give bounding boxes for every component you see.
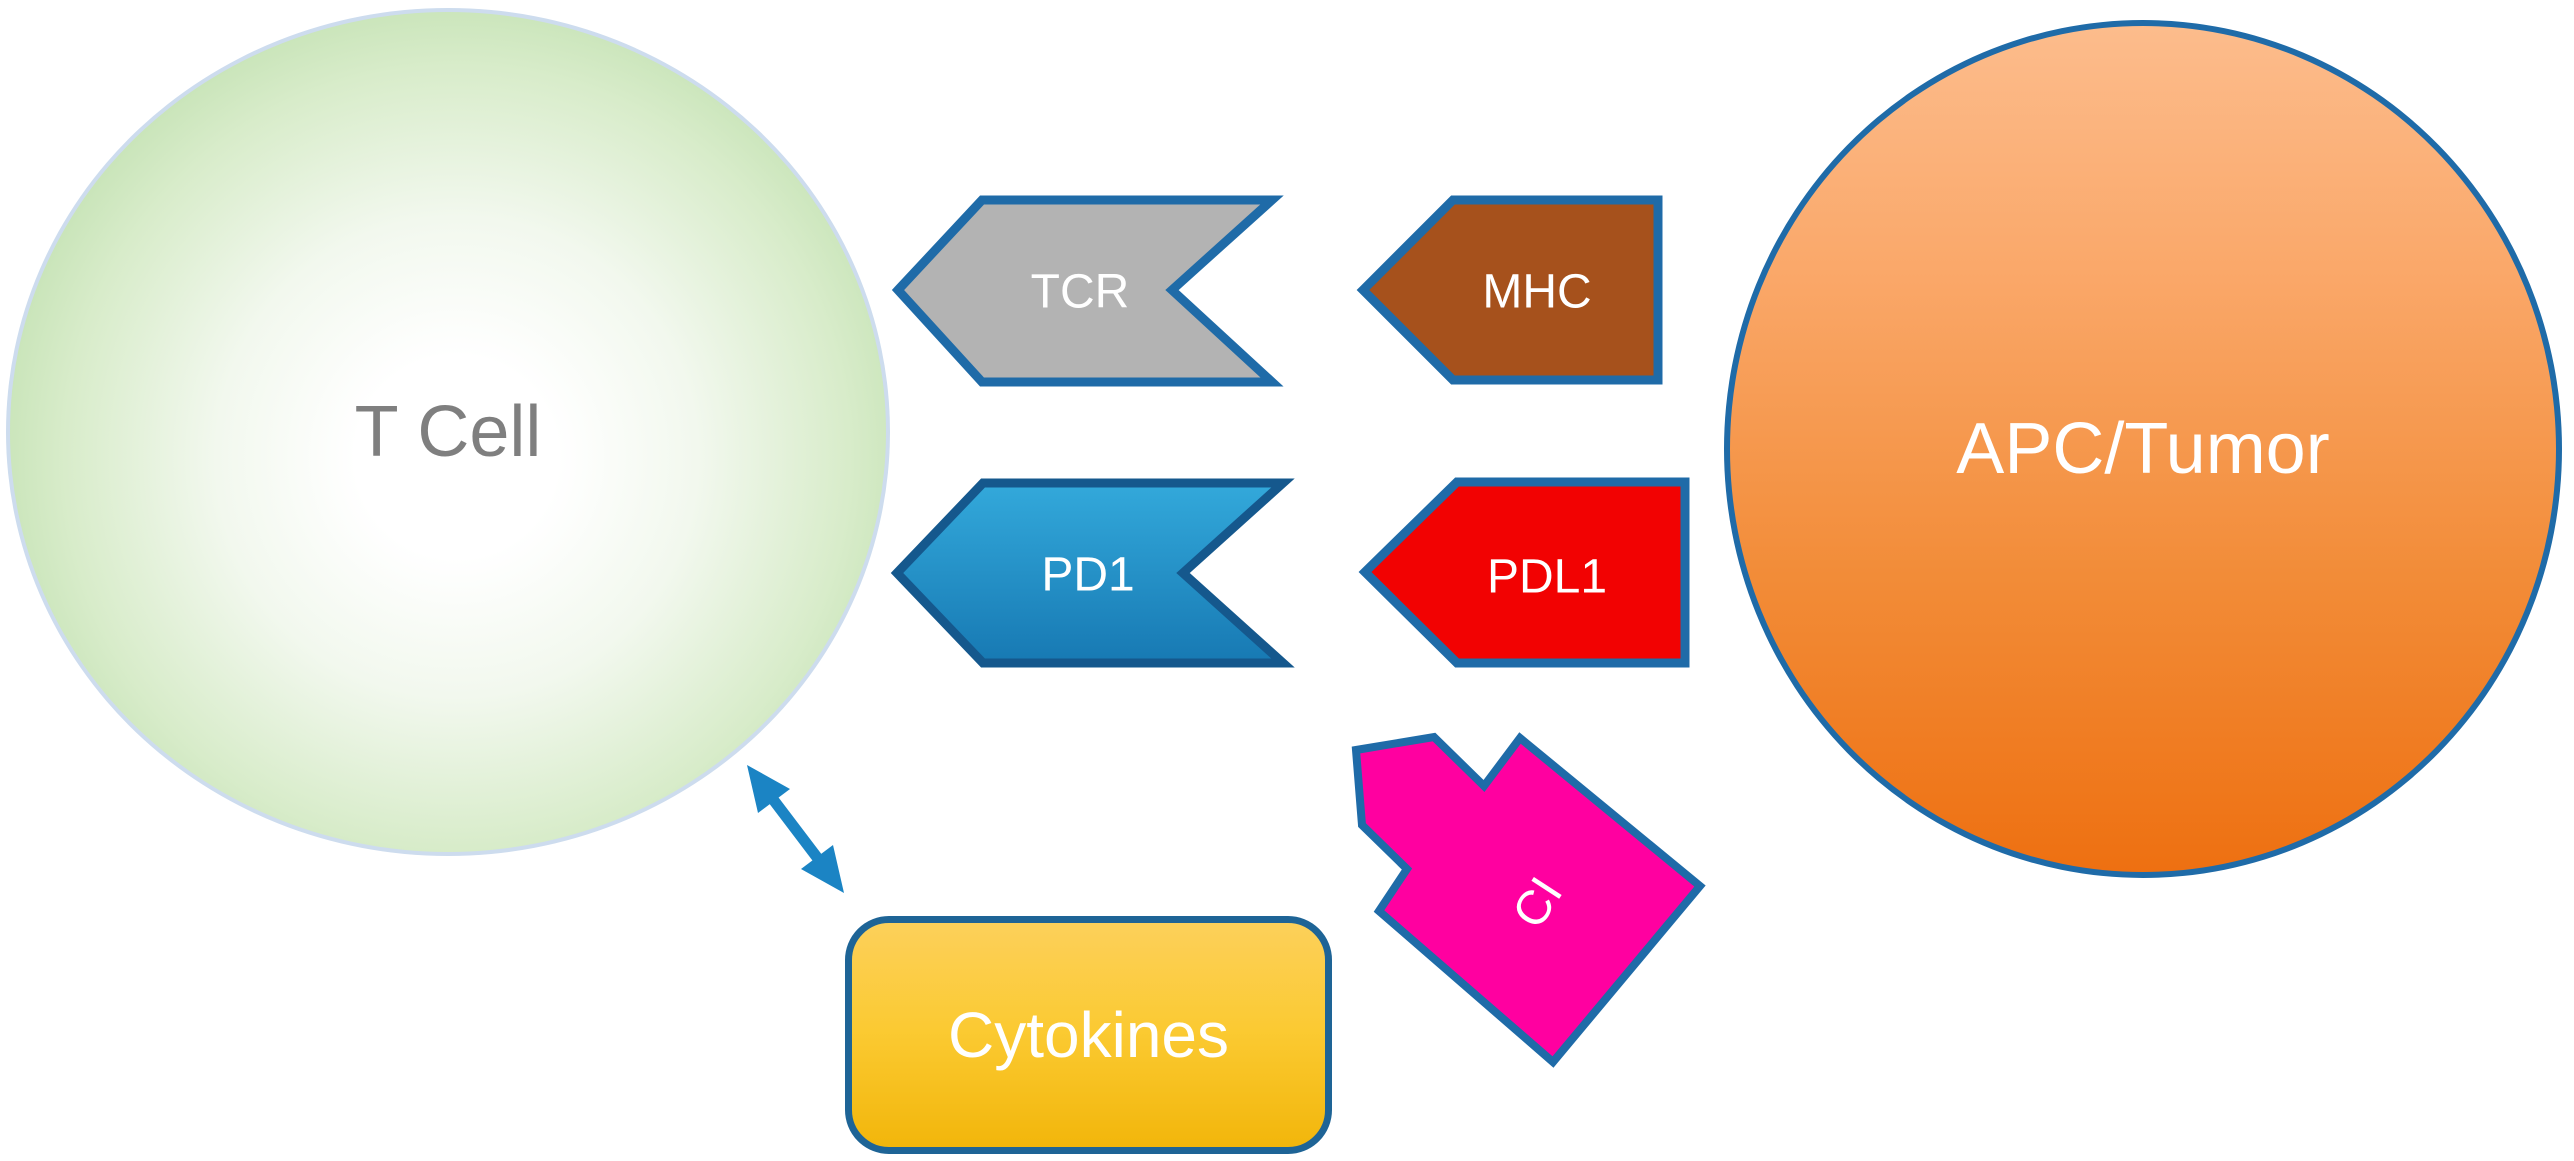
apc-tumor-circle: APC/Tumor xyxy=(1724,20,2562,878)
tcr-label: TCR xyxy=(1030,265,1130,319)
ci-label: CI xyxy=(1502,868,1574,938)
double-arrow-shaft xyxy=(767,794,824,864)
cytokines-box: Cytokines xyxy=(845,916,1332,1154)
double-arrow-head-top xyxy=(747,765,790,813)
t-cell-label: T Cell xyxy=(354,392,542,472)
apc-tumor-label: APC/Tumor xyxy=(1956,409,2330,489)
pdl1-label: PDL1 xyxy=(1486,550,1608,604)
mhc-label: MHC xyxy=(1482,265,1592,319)
pd1-label: PD1 xyxy=(1041,548,1135,602)
t-cell-circle: T Cell xyxy=(6,8,890,856)
double-arrow-head-bottom xyxy=(801,845,844,893)
cytokines-label: Cytokines xyxy=(948,999,1229,1071)
double-arrow-connector xyxy=(747,765,844,893)
